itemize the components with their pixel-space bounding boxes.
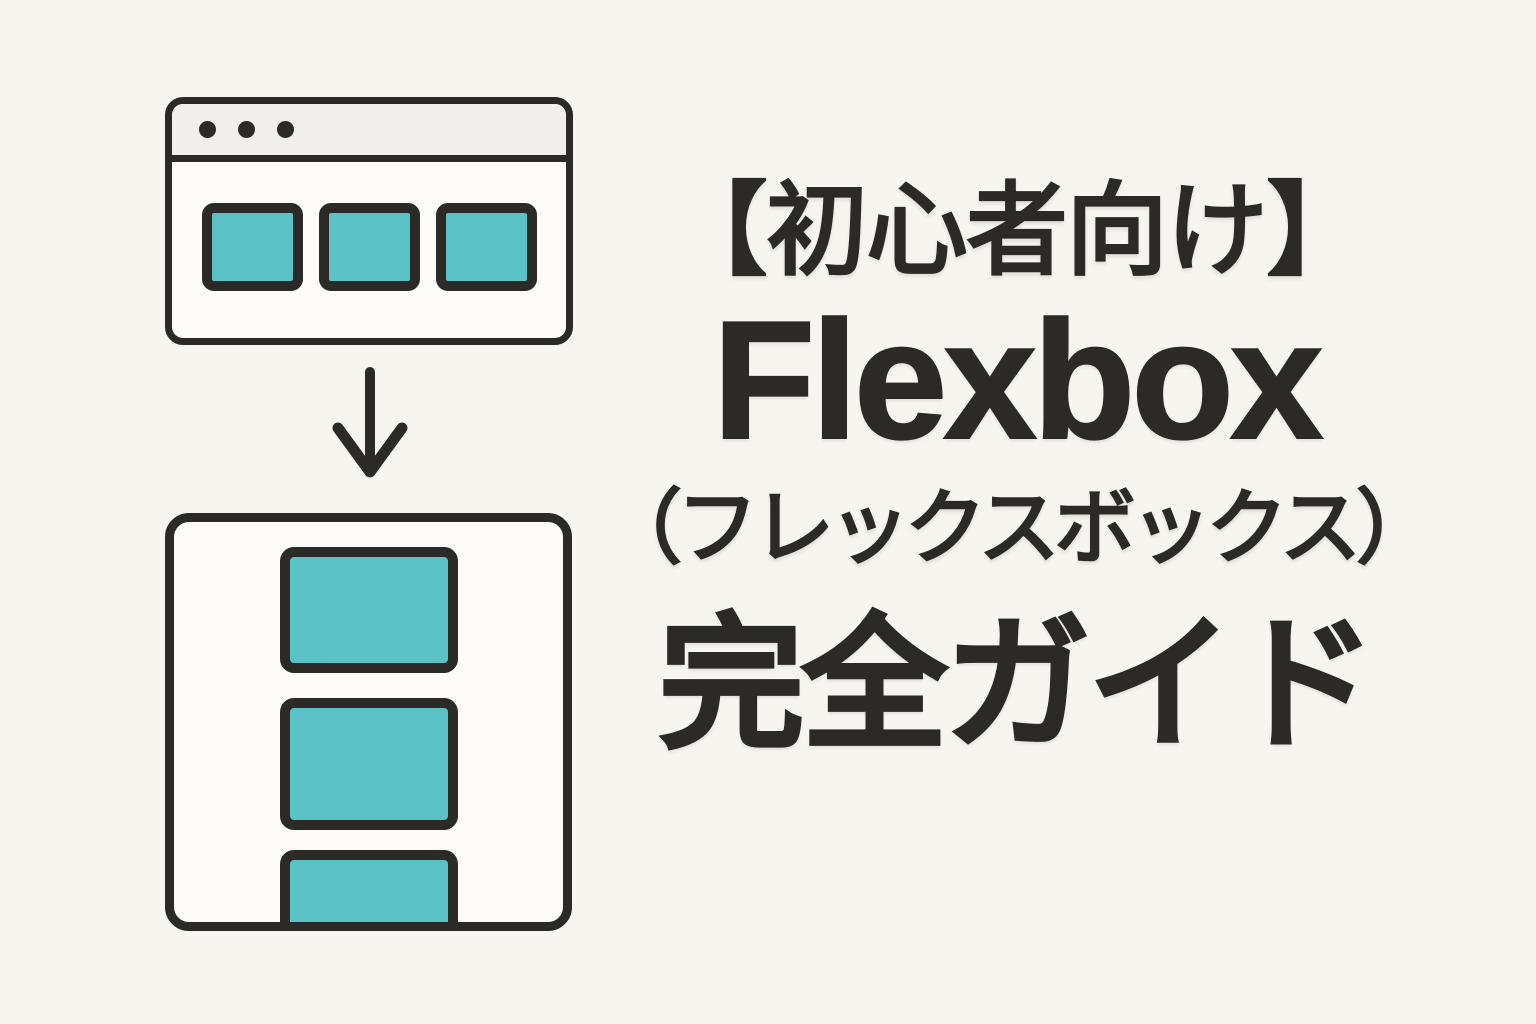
flex-item: [201, 202, 303, 291]
window-dot-icon: [199, 121, 216, 138]
flex-item: [279, 547, 458, 673]
title-main: Flexbox: [712, 286, 1325, 474]
flex-row-content: [172, 162, 566, 331]
title-subtitle: 完全ガイド: [658, 603, 1378, 766]
flex-item: [318, 202, 420, 291]
window-dot-icon: [238, 121, 255, 138]
container-column: [165, 513, 572, 931]
title-reading: （フレックスボックス）: [600, 483, 1437, 574]
down-arrow-icon: [332, 367, 408, 478]
window-dot-icon: [277, 121, 294, 138]
flex-item: [435, 202, 537, 291]
flex-item: [279, 698, 458, 830]
title-audience: 【初心者向け】: [666, 174, 1368, 288]
browser-titlebar: [172, 104, 566, 162]
flex-item-clipped: [279, 850, 458, 922]
browser-window-row: [165, 97, 573, 345]
